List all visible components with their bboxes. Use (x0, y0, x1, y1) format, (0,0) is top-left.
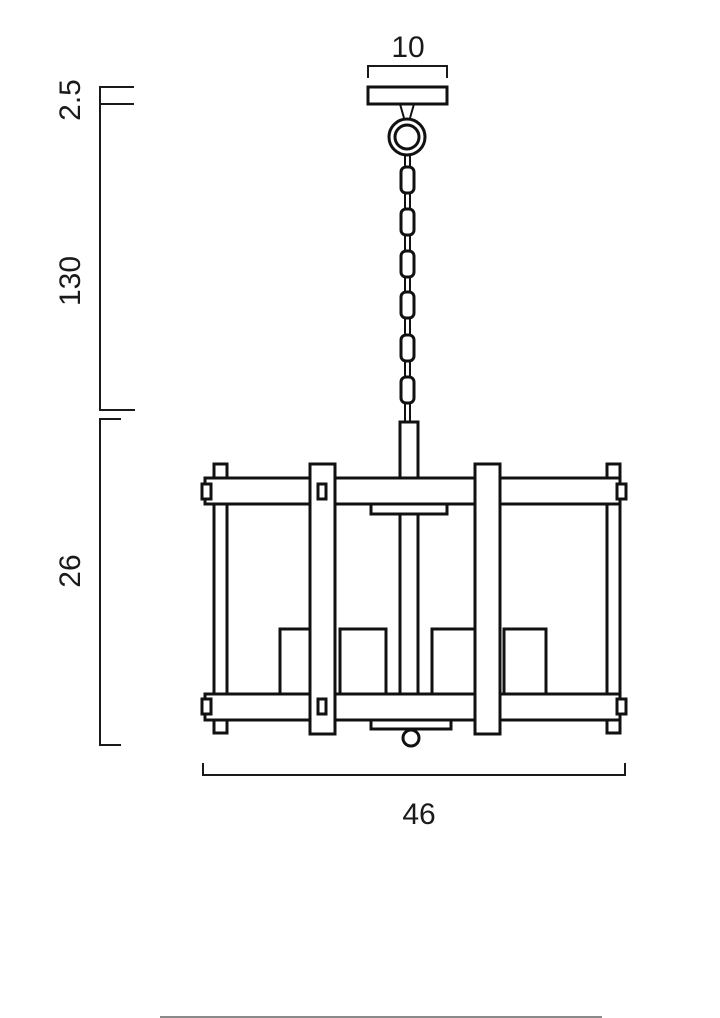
dimension-label-body-height: 26 (54, 554, 87, 587)
right-outer-post (605, 462, 622, 735)
dimension-canopy-height: 2.5 (54, 79, 134, 121)
dimension-body-width: 46 (202, 763, 626, 831)
dimension-body-height: 26 (54, 418, 121, 746)
bottom-plate (369, 718, 453, 731)
candle-sleeve-3 (430, 627, 480, 697)
chain (399, 155, 416, 422)
bottom-finial (401, 728, 421, 748)
footer-divider (160, 1016, 602, 1018)
dimension-label-chain-drop: 130 (54, 256, 87, 306)
front-right-post (473, 462, 502, 736)
dimension-canopy-width: 10 (367, 31, 448, 78)
clip-bottom-post-left (316, 697, 328, 716)
clip-top-left (200, 482, 213, 501)
fixture-body (200, 420, 628, 748)
top-candle-plate (369, 502, 449, 516)
ceiling-canopy (366, 85, 449, 157)
dimension-chain-drop: 130 (54, 103, 135, 411)
front-left-post (308, 462, 337, 736)
clip-bottom-left (200, 697, 213, 716)
dimension-label-body-width: 46 (402, 798, 435, 831)
dimension-label-canopy-width: 10 (391, 31, 424, 64)
candle-sleeve-2 (338, 627, 388, 697)
left-outer-post (212, 462, 229, 735)
clip-top-post-left (316, 482, 328, 501)
candle-sleeve-4 (502, 627, 548, 697)
dimension-label-canopy-height: 2.5 (54, 79, 87, 121)
clip-bottom-right (615, 697, 628, 716)
bottom-horizontal-bar (203, 692, 622, 722)
clip-top-right (615, 482, 628, 501)
center-stem (398, 420, 420, 697)
top-horizontal-bar (203, 476, 622, 506)
